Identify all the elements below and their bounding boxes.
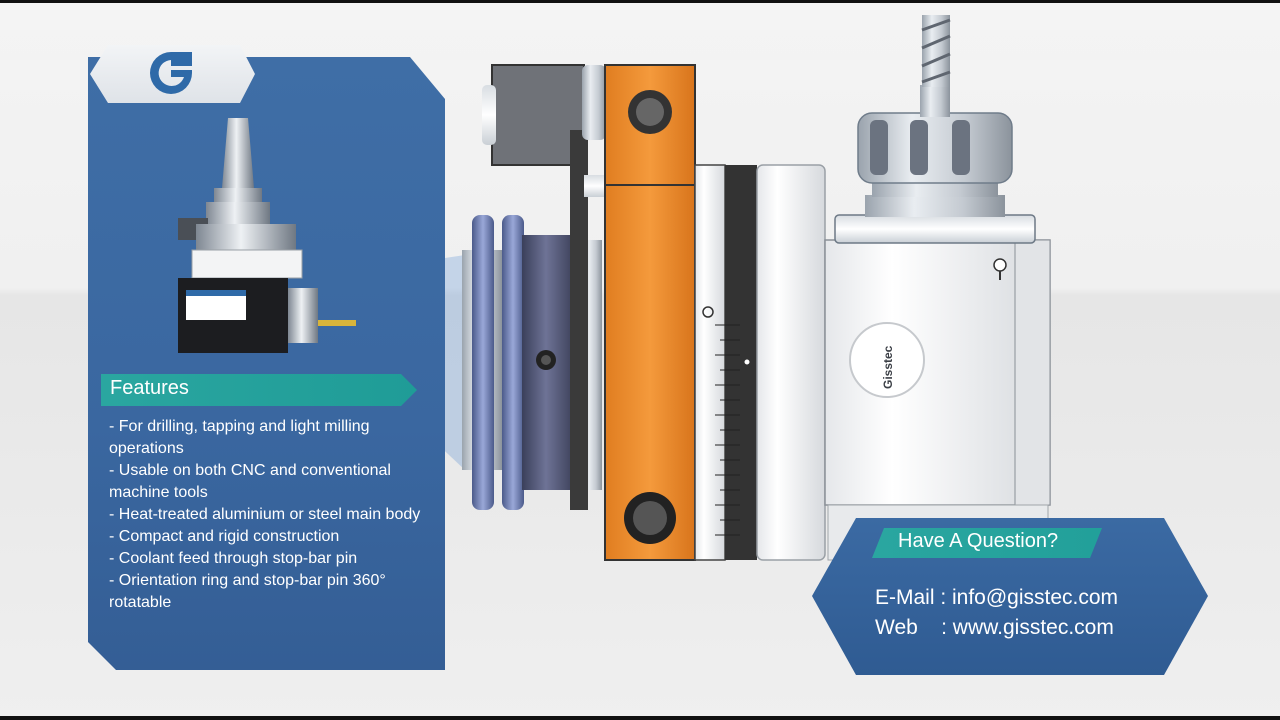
- contact-email[interactable]: E-Mail : info@gisstec.com: [875, 586, 1119, 609]
- gisstec-logo-icon: [150, 52, 192, 94]
- contact-web[interactable]: Web : www.gisstec.com: [875, 616, 1114, 639]
- bottom-border: [0, 716, 1280, 720]
- gisstec-badge: Gisstec: [877, 329, 899, 389]
- features-panel: [88, 57, 445, 670]
- angle-head-illustration: [440, 15, 1051, 561]
- feature-item: - Usable on both CNC and conventional ma…: [109, 462, 391, 501]
- features-tag: [101, 374, 417, 406]
- feature-item: - Orientation ring and stop-bar pin 360°…: [109, 572, 386, 611]
- features-title: Features: [110, 377, 189, 399]
- feature-item: - Coolant feed through stop-bar pin: [109, 550, 358, 567]
- feature-item: - Compact and rigid construction: [109, 528, 340, 545]
- features-list: - For drilling, tapping and light millin…: [109, 416, 434, 614]
- question-tag: [872, 528, 1102, 558]
- feature-item: - Heat-treated aluminium or steel main b…: [109, 506, 421, 523]
- question-heading: Have A Question?: [898, 530, 1059, 552]
- gisstec-badge-text: Gisstec: [881, 345, 895, 389]
- feature-item: - For drilling, tapping and light millin…: [109, 418, 370, 457]
- product-photo: [178, 118, 356, 353]
- top-border: [0, 0, 1280, 3]
